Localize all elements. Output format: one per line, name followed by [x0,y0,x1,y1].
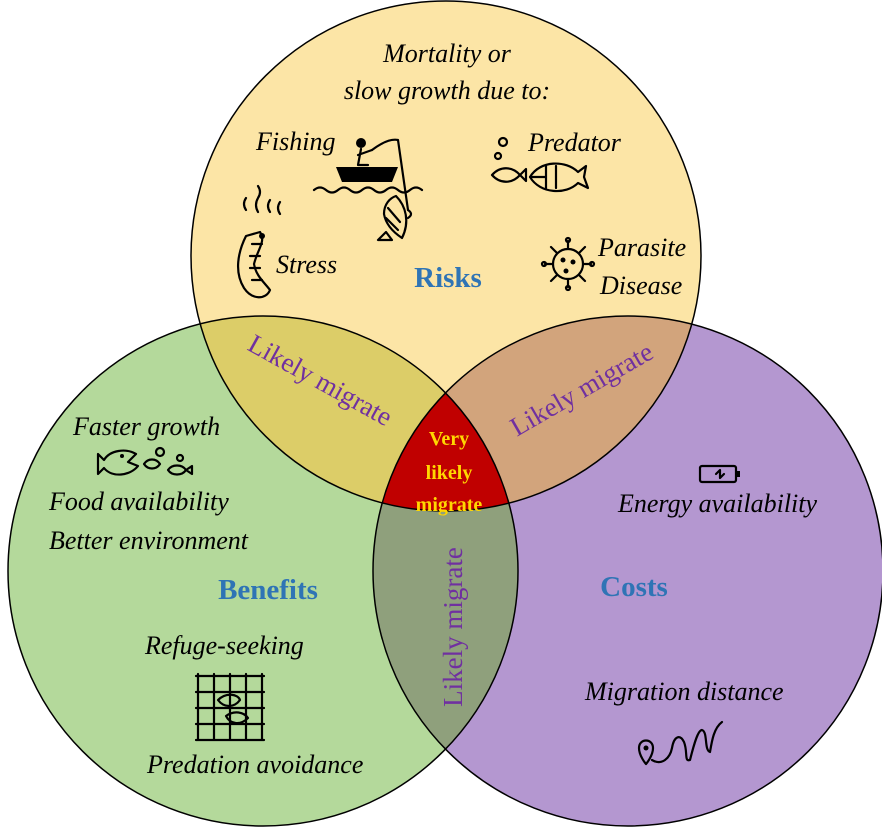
risks-benefits-overlap [191,316,518,511]
battery-low-icon [698,464,740,484]
fishing-boat-icon [312,138,424,212]
stressed-shrimp-icon [237,184,282,299]
very-likely-line1: Very [429,428,469,450]
route-pin-icon [637,720,724,766]
very-likely-line3: migrate [416,494,483,516]
refuge-grid-icon [194,672,266,742]
likely-migrate-benefits-costs: Likely migrate [438,547,468,707]
fish-eating-icon [96,446,194,476]
predator-fish-icon [490,136,590,192]
disease-label: Disease [599,271,682,300]
fishing-label: Fishing [255,127,335,156]
benefits-outline [7,315,519,827]
faster-growth-label: Faster growth [72,412,220,441]
very-likely-line2: likely [426,462,473,484]
virus-icon [540,236,596,292]
costs-outline [372,315,882,827]
risks-title-line1: Mortality or [382,39,512,68]
risks-costs-overlap [373,316,701,511]
predator-label: Predator [527,128,622,157]
food-availability-label: Food availability [48,487,229,516]
risks-title-line2: slow growth due to: [344,76,550,105]
better-environment-label: Better environment [49,526,249,555]
hooked-fish-icon [376,194,413,242]
costs-heading: Costs [600,571,668,603]
parasite-label: Parasite [597,233,686,262]
predation-avoidance-label: Predation avoidance [146,750,363,779]
migration-distance-label: Migration distance [584,677,784,706]
risks-heading: Risks [414,262,482,294]
risks-outline [190,0,702,512]
energy-availability-label: Energy availability [617,489,817,518]
benefits-heading: Benefits [218,574,318,606]
refuge-seeking-label: Refuge-seeking [144,631,304,660]
stress-label: Stress [276,250,337,279]
